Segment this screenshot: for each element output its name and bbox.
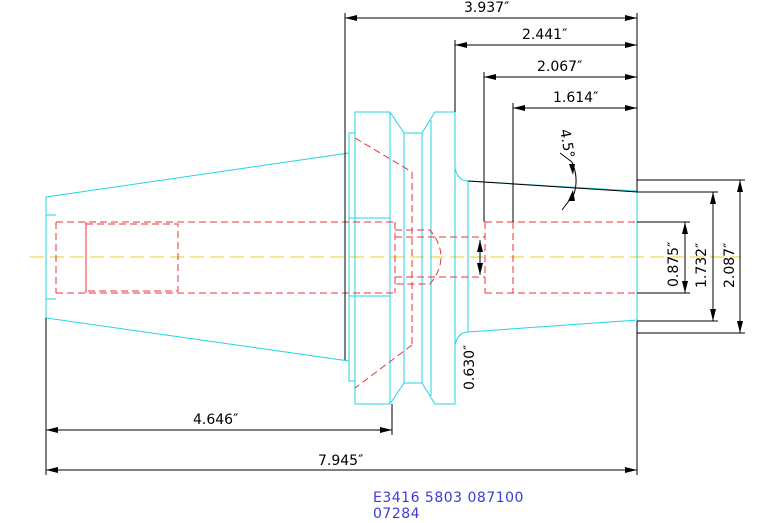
dim-2087-label: 2.087″ [722,243,738,288]
hidden-bore-lines [55,137,637,389]
dimension-lines [45,13,745,475]
dim-7945-label: 7.945″ [318,453,363,469]
angle-label: 4.5° [556,128,577,160]
dim-1732-label: 1.732″ [694,243,710,288]
dim-0630-label: 0.630″ [462,345,478,390]
dim-4646-label: 4.646″ [193,412,238,428]
dim-0875-label: 0.875″ [666,242,682,287]
nose-outline [454,167,638,346]
dim-1614-label: 1.614″ [553,90,598,106]
dim-2441-label: 2.441″ [522,27,567,43]
dim-3937-label: 3.937″ [464,0,509,16]
dim-2067-label: 2.067″ [537,59,582,75]
part-code-line1: E3416 5803 087100 [373,490,524,506]
flange-outline [348,111,456,405]
part-code-line2: 07284 [373,506,420,522]
